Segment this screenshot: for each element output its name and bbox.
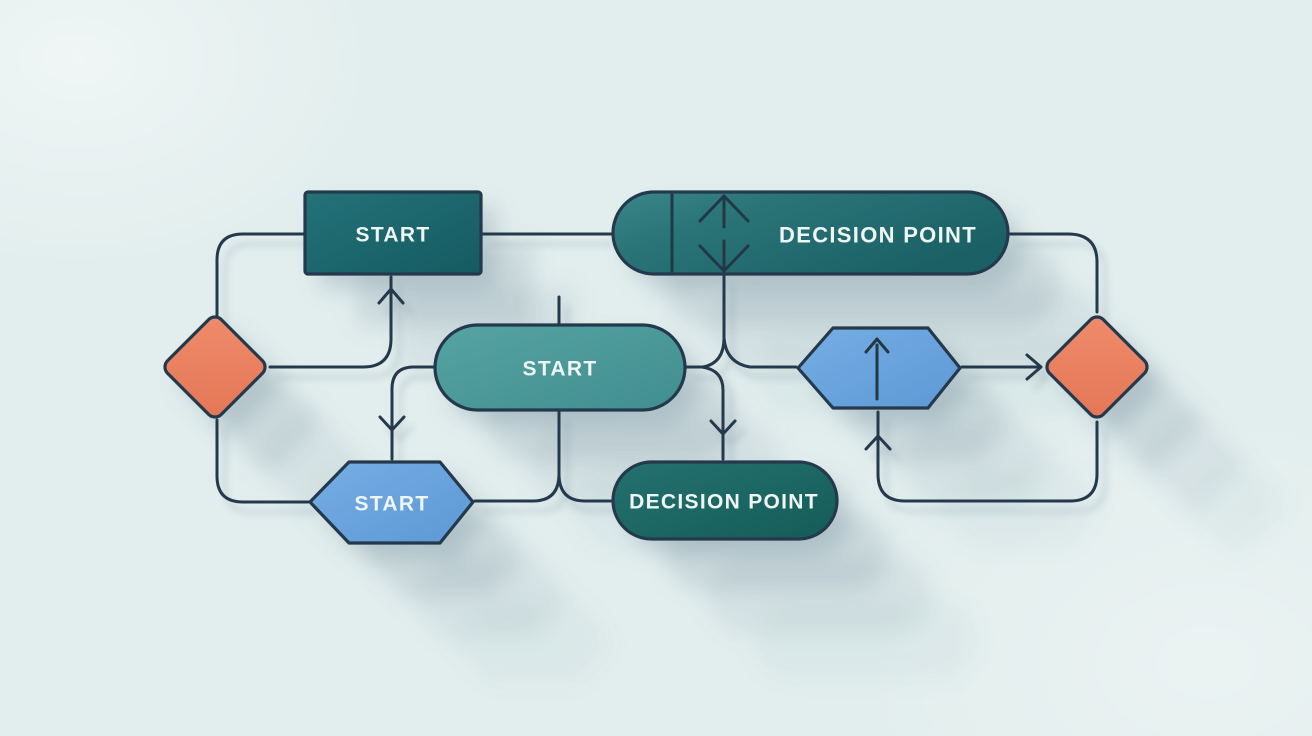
node-label: DECISION POINT <box>629 491 819 514</box>
node-label: START <box>523 358 598 381</box>
node-label: START <box>356 224 431 247</box>
node-label: START <box>355 493 430 516</box>
node-label: DECISION POINT <box>779 223 977 248</box>
shadow-layer <box>176 207 1291 683</box>
label-layer: START DECISION POINT START START DECISIO… <box>355 223 977 516</box>
